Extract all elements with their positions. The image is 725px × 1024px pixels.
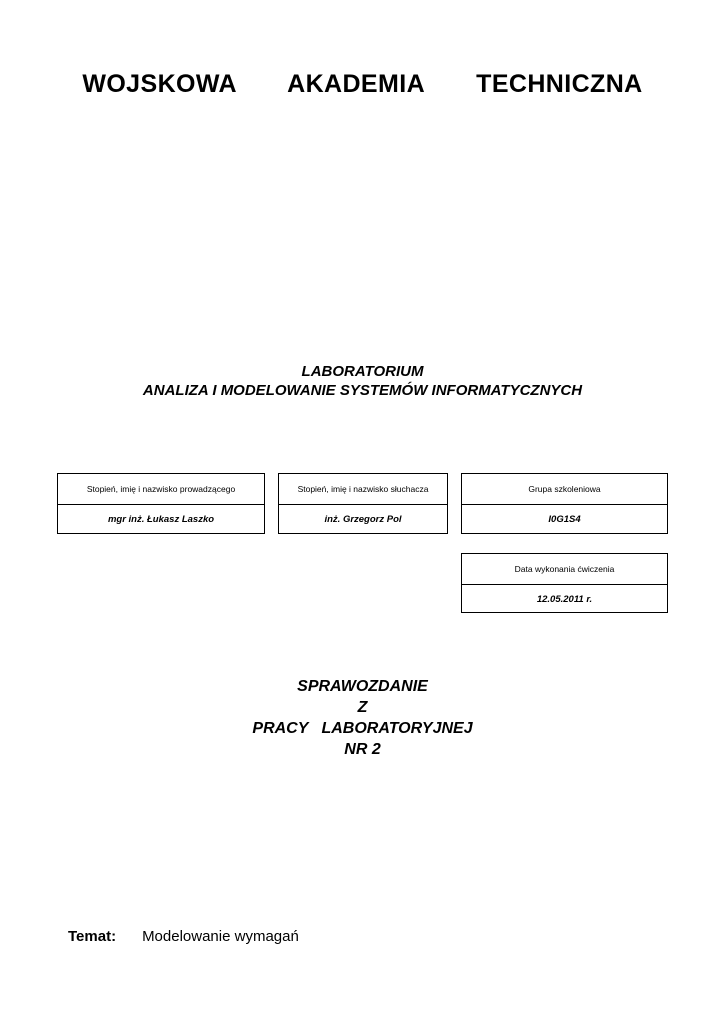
info-box-group-header: Grupa szkoleniowa: [462, 474, 667, 505]
report-title-line-2: Z: [357, 699, 368, 716]
info-box-student: Stopień, imię i nazwisko słuchacza inż. …: [278, 473, 448, 534]
laboratory-heading-line-2: ANALIZA I MODELOWANIE SYSTEMÓW INFORMATY…: [142, 382, 583, 399]
report-title-line-3: PRACY LABORATORYJNEJ: [252, 720, 473, 737]
info-box-student-value: inż. Grzegorz Pol: [324, 514, 402, 525]
info-box-instructor-value: mgr inż. Łukasz Laszko: [107, 514, 215, 525]
info-box-group: Grupa szkoleniowa I0G1S4: [461, 473, 668, 534]
laboratory-heading-line-1: LABORATORIUM: [301, 363, 424, 380]
info-box-student-header: Stopień, imię i nazwisko słuchacza: [279, 474, 447, 505]
report-title-line-4: NR 2: [344, 741, 381, 758]
laboratory-heading: LABORATORIUM ANALIZA I MODELOWANIE SYSTE…: [0, 362, 725, 400]
topic-value: Modelowanie wymagań: [142, 928, 299, 945]
topic-label: Temat:: [68, 928, 117, 945]
report-title-block: SPRAWOZDANIE Z PRACY LABORATORYJNEJ NR 2: [0, 676, 725, 760]
report-title-line-1: SPRAWOZDANIE: [297, 678, 428, 695]
info-box-date-header: Data wykonania ćwiczenia: [462, 554, 667, 585]
info-box-instructor: Stopień, imię i nazwisko prowadzącego mg…: [57, 473, 265, 534]
topic-row: Temat: Modelowanie wymagań: [68, 928, 299, 945]
info-box-instructor-header: Stopień, imię i nazwisko prowadzącego: [58, 474, 264, 505]
info-box-date: Data wykonania ćwiczenia 12.05.2011 r.: [461, 553, 668, 613]
university-title: WOJSKOWA AKADEMIA TECHNICZNA: [82, 70, 643, 98]
info-box-date-value: 12.05.2011 r.: [536, 594, 593, 605]
info-box-group-value: I0G1S4: [548, 514, 581, 525]
